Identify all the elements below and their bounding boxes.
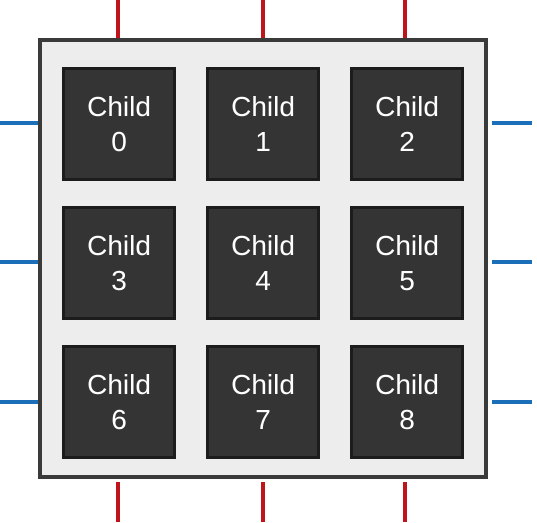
child-index: 3 (111, 265, 127, 296)
child-box-6: Child 6 (62, 345, 176, 459)
right-connector-row-1 (492, 260, 532, 264)
right-connector-row-2 (492, 400, 532, 404)
top-connector-col-1 (261, 0, 265, 40)
child-label: Child (375, 230, 439, 261)
child-index: 4 (255, 265, 271, 296)
bottom-connector-col-1 (261, 482, 265, 522)
left-connector-row-0 (0, 121, 40, 125)
child-index: 2 (399, 126, 415, 157)
child-label: Child (87, 91, 151, 122)
right-connector-row-0 (492, 121, 532, 125)
bottom-connector-col-0 (116, 482, 120, 522)
left-connector-row-2 (0, 400, 40, 404)
child-box-1: Child 1 (206, 67, 320, 181)
child-label: Child (231, 369, 295, 400)
top-connector-col-0 (116, 0, 120, 40)
child-index: 8 (399, 404, 415, 435)
child-index: 7 (255, 404, 271, 435)
left-connector-row-1 (0, 260, 40, 264)
child-index: 0 (111, 126, 127, 157)
child-box-3: Child 3 (62, 206, 176, 320)
child-label: Child (87, 369, 151, 400)
child-label: Child (375, 369, 439, 400)
bottom-connector-col-2 (403, 482, 407, 522)
child-box-7: Child 7 (206, 345, 320, 459)
child-label: Child (231, 230, 295, 261)
child-label: Child (231, 91, 295, 122)
grid-container: Child 0 Child 1 Child 2 Child 3 Child 4 … (38, 38, 488, 479)
child-box-5: Child 5 (350, 206, 464, 320)
child-index: 1 (255, 126, 271, 157)
child-box-0: Child 0 (62, 67, 176, 181)
child-box-8: Child 8 (350, 345, 464, 459)
top-connector-col-2 (403, 0, 407, 40)
child-index: 6 (111, 404, 127, 435)
child-label: Child (375, 91, 439, 122)
child-box-4: Child 4 (206, 206, 320, 320)
child-box-2: Child 2 (350, 67, 464, 181)
child-index: 5 (399, 265, 415, 296)
child-label: Child (87, 230, 151, 261)
